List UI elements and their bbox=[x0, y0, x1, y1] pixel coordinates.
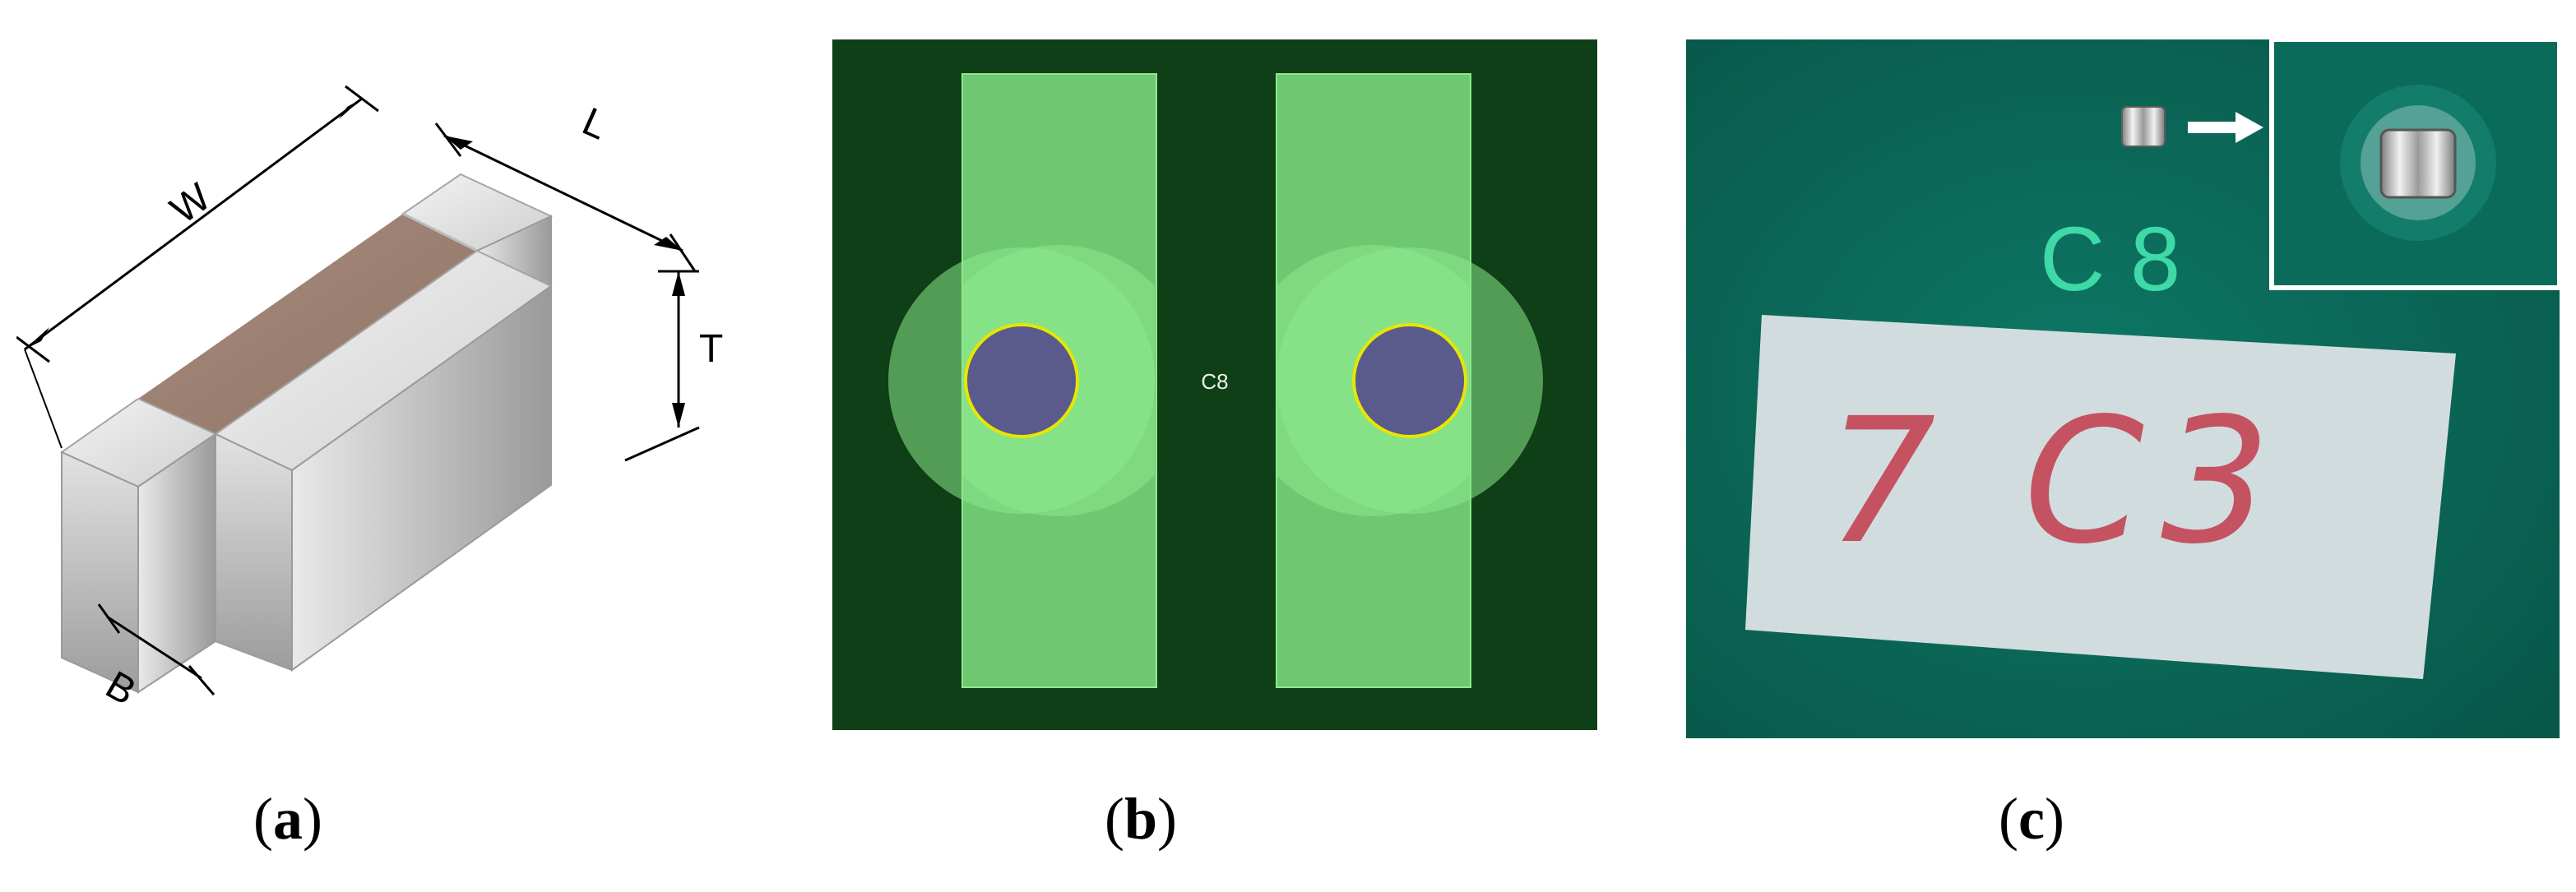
drill-hole-right bbox=[1352, 323, 1467, 438]
footprint-designator: C8 bbox=[1201, 369, 1228, 394]
dimension-arrows bbox=[25, 99, 685, 428]
tape-label: 7 C3 bbox=[1745, 315, 2456, 679]
caption-c: (c) bbox=[1999, 786, 2064, 852]
terminal-band-right bbox=[214, 249, 553, 672]
panel-c-pcb-photo: C 8 7 C3 bbox=[1686, 39, 2560, 738]
silkscreen-label: C 8 bbox=[2040, 209, 2180, 310]
handwritten-label: 7 C3 bbox=[1826, 381, 2287, 582]
soldered-component bbox=[2121, 106, 2166, 147]
inset-zoom bbox=[2269, 39, 2560, 290]
dimension-lines bbox=[16, 85, 700, 696]
drill-hole-left bbox=[964, 323, 1079, 438]
dimension-label-t: T bbox=[699, 327, 723, 371]
terminal-near bbox=[59, 397, 218, 694]
arrow-icon bbox=[2188, 112, 2263, 143]
caption-a: (a) bbox=[253, 786, 322, 852]
panel-b-footprint: C8 bbox=[832, 39, 1597, 730]
dimension-label-l: L bbox=[576, 99, 614, 148]
dimension-label-w: W bbox=[163, 175, 219, 233]
caption-b: (b) bbox=[1104, 786, 1177, 852]
panel-a-capacitor-drawing: W L T B bbox=[16, 85, 723, 714]
